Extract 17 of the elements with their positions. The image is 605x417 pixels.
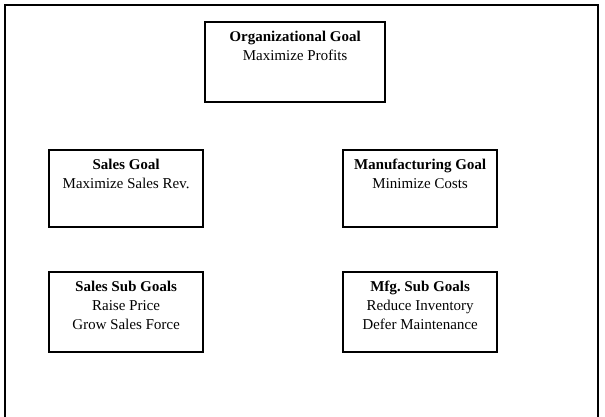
goal-heading: Organizational Goal <box>229 28 361 47</box>
goal-text: Maximize Sales Rev. <box>62 175 190 194</box>
goal-heading: Mfg. Sub Goals <box>370 278 470 297</box>
goal-box <box>342 271 498 353</box>
goal-text: Defer Maintenance <box>362 316 478 335</box>
goal-text: Raise Price <box>92 297 160 316</box>
goal-text: Minimize Costs <box>372 175 468 194</box>
goal-text: Maximize Profits <box>242 47 348 66</box>
goal-box <box>204 21 386 103</box>
goal-box <box>48 271 204 353</box>
goal-text: Reduce Inventory <box>366 297 474 316</box>
goal-heading: Sales Sub Goals <box>75 278 177 297</box>
goal-text: Grow Sales Force <box>72 316 180 335</box>
goal-heading: Manufacturing Goal <box>354 156 486 175</box>
goal-box <box>48 149 204 228</box>
goal-heading: Sales Goal <box>92 156 160 175</box>
goal-box <box>342 149 498 228</box>
